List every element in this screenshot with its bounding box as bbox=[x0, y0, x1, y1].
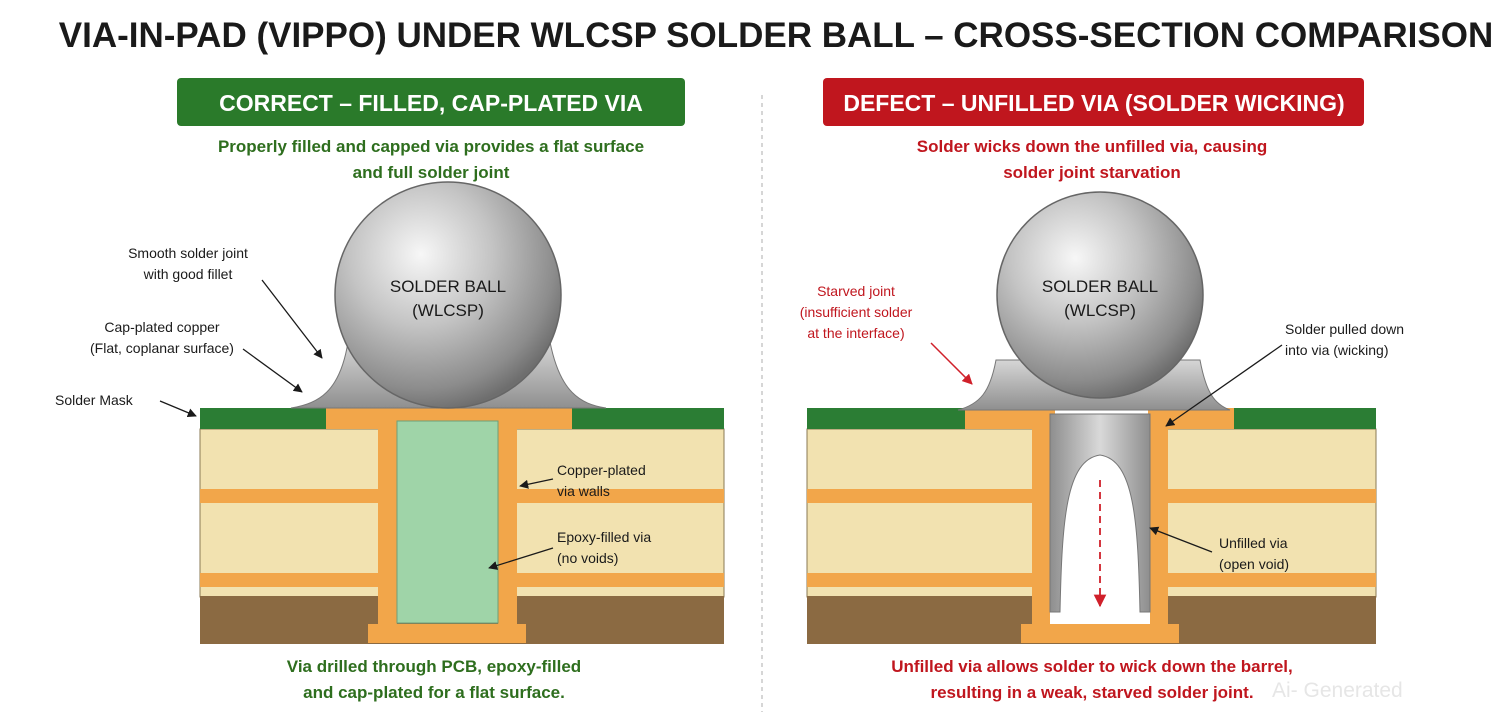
callout-cap-arrow bbox=[242, 348, 303, 393]
correct-subtitle-line-2: and full solder joint bbox=[353, 163, 510, 182]
defect-panel: DEFECT – UNFILLED VIA (SOLDER WICKING) S… bbox=[800, 78, 1404, 702]
callout-epoxy-line-1: Epoxy-filled via bbox=[557, 529, 651, 545]
correct-epoxy-fill bbox=[396, 420, 499, 624]
correct-solder-ball bbox=[334, 181, 562, 409]
callout-walls-arrow bbox=[519, 478, 554, 489]
correct-ball-label-line-2: (WLCSP) bbox=[412, 301, 484, 320]
callout-mask-label: Solder Mask bbox=[55, 392, 134, 408]
defect-via-wall-right bbox=[1150, 429, 1168, 625]
defect-solder-mask-left bbox=[807, 408, 965, 429]
callout-joint-arrow bbox=[261, 279, 323, 359]
callout-starved-line-3: at the interface) bbox=[807, 325, 904, 341]
defect-banner-label: DEFECT – UNFILLED VIA (SOLDER WICKING) bbox=[843, 90, 1344, 116]
callout-starved-arrow bbox=[930, 342, 973, 385]
defect-subtitle-line-2: solder joint starvation bbox=[1003, 163, 1181, 182]
correct-solder-mask-left bbox=[200, 408, 326, 429]
defect-banner bbox=[823, 78, 1364, 126]
callout-joint-line-2: with good fillet bbox=[143, 266, 233, 282]
callout-cap-line-2: (Flat, coplanar surface) bbox=[90, 340, 234, 356]
callout-joint-line-1: Smooth solder joint bbox=[128, 245, 248, 261]
callout-pulled-arrow bbox=[1165, 344, 1283, 427]
defect-ball-label-line-2: (WLCSP) bbox=[1064, 301, 1136, 320]
correct-cap-plate bbox=[326, 408, 572, 429]
defect-caption-line-1: Unfilled via allows solder to wick down … bbox=[891, 657, 1292, 676]
correct-caption-line-2: and cap-plated for a flat surface. bbox=[303, 683, 565, 702]
defect-ball-label-line-1: SOLDER BALL bbox=[1042, 277, 1158, 296]
defect-pad-left bbox=[965, 408, 1055, 429]
callout-pulled-line-1: Solder pulled down bbox=[1285, 321, 1404, 337]
defect-pcb-cross-section bbox=[806, 408, 1377, 644]
callout-walls-line-2: via walls bbox=[557, 483, 610, 499]
defect-solder-mask-right bbox=[1234, 408, 1376, 429]
correct-banner bbox=[177, 78, 685, 126]
correct-bottom-pad bbox=[368, 624, 526, 643]
correct-panel: CORRECT – FILLED, CAP-PLATED VIA Properl… bbox=[55, 78, 725, 702]
defect-caption-line-2: resulting in a weak, starved solder join… bbox=[930, 683, 1253, 702]
defect-solder-ball bbox=[996, 191, 1204, 399]
correct-ball-label-line-1: SOLDER BALL bbox=[390, 277, 506, 296]
callout-cap-line-1: Cap-plated copper bbox=[104, 319, 220, 335]
correct-via-wall-right bbox=[498, 429, 517, 625]
correct-via-wall-left bbox=[378, 429, 397, 625]
callout-starved-line-2: (insufficient solder bbox=[800, 304, 913, 320]
defect-pad-right bbox=[1148, 408, 1234, 429]
callout-unfilled-line-2: (open void) bbox=[1219, 556, 1289, 572]
correct-caption-line-1: Via drilled through PCB, epoxy-filled bbox=[287, 657, 581, 676]
callout-epoxy-arrow bbox=[488, 547, 554, 570]
defect-wicked-solder bbox=[1049, 413, 1151, 613]
callout-unfilled-line-1: Unfilled via bbox=[1219, 535, 1288, 551]
correct-banner-label: CORRECT – FILLED, CAP-PLATED VIA bbox=[219, 90, 643, 116]
correct-pcb-cross-section bbox=[199, 408, 725, 644]
callout-mask-arrow bbox=[159, 400, 197, 418]
callout-epoxy-line-2: (no voids) bbox=[557, 550, 618, 566]
defect-via-wall-left bbox=[1032, 429, 1050, 625]
callout-walls-line-1: Copper-plated bbox=[557, 462, 646, 478]
defect-bottom-pad bbox=[1021, 624, 1179, 643]
watermark: Ai- Generated bbox=[1272, 679, 1403, 702]
callout-unfilled-arrow bbox=[1149, 526, 1213, 553]
callout-pulled-line-2: into via (wicking) bbox=[1285, 342, 1388, 358]
correct-solder-mask-right bbox=[572, 408, 724, 429]
page-title: VIA-IN-PAD (VIPPO) UNDER WLCSP SOLDER BA… bbox=[59, 16, 1493, 55]
callout-starved-line-1: Starved joint bbox=[817, 283, 895, 299]
correct-subtitle-line-1: Properly filled and capped via provides … bbox=[218, 137, 644, 156]
defect-subtitle-line-1: Solder wicks down the unfilled via, caus… bbox=[917, 137, 1267, 156]
